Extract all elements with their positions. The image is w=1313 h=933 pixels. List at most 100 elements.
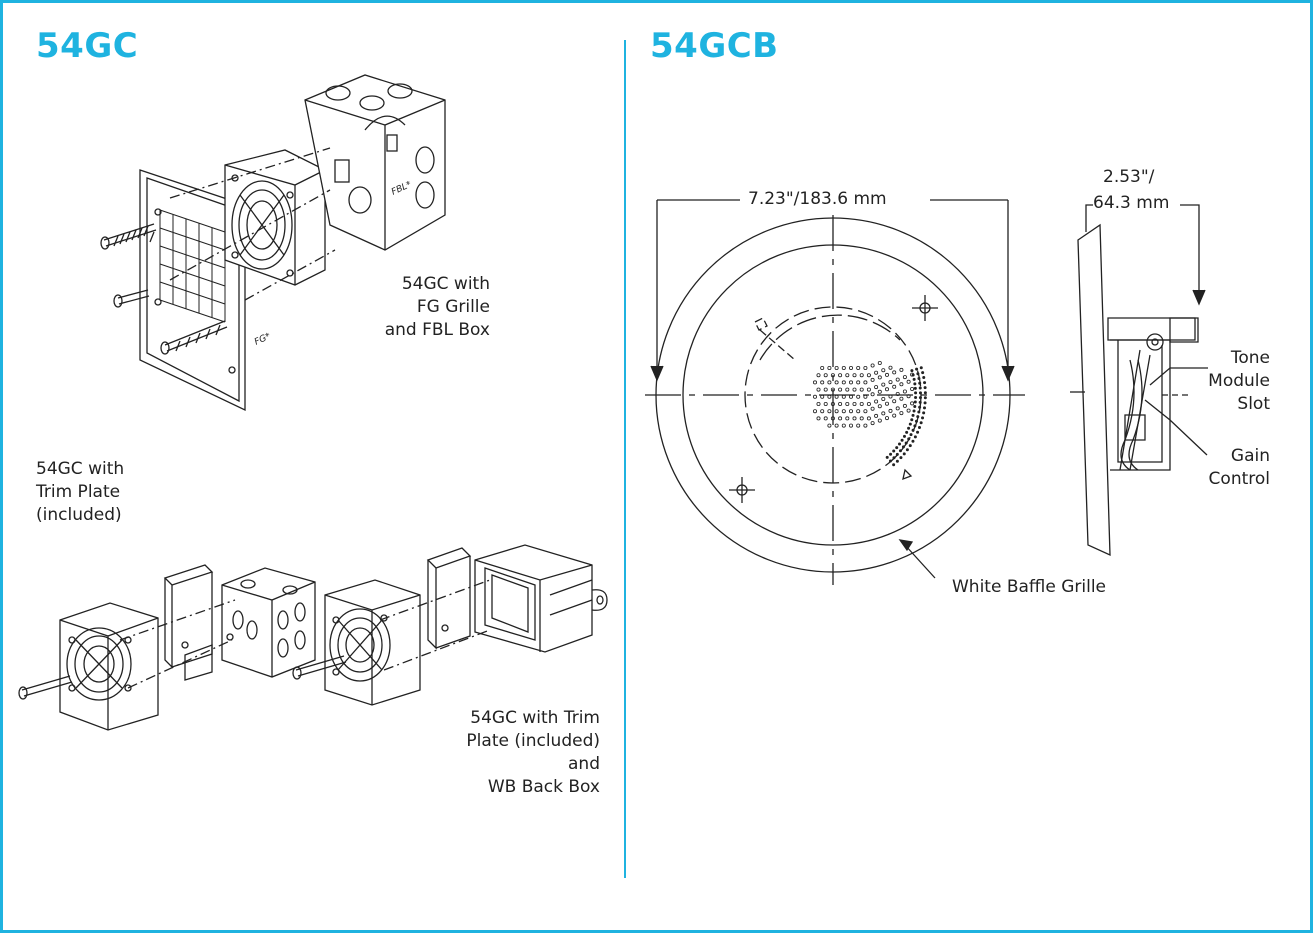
perforation-dot	[892, 413, 897, 418]
baffle-front-view	[645, 199, 1025, 585]
perforation-dot	[881, 368, 886, 373]
perforation-dot	[834, 394, 839, 399]
perforation-dot	[859, 401, 864, 406]
perforation-dot	[899, 367, 904, 372]
perforation-dot	[909, 433, 913, 437]
perforation-dot	[820, 394, 825, 399]
perforation-dot	[895, 377, 900, 382]
perforation-dot	[898, 449, 902, 453]
perforation-dot	[863, 380, 868, 385]
perforation-dot	[907, 437, 911, 441]
perforation-dot	[834, 409, 839, 414]
perforation-dot	[823, 416, 828, 421]
perforation-dot	[889, 452, 893, 456]
perforation-dot	[881, 396, 886, 401]
perforation-dot	[906, 408, 911, 413]
perforation-dot	[914, 391, 918, 395]
perforation-dot	[906, 394, 911, 399]
perforation-dot	[830, 416, 835, 421]
dots-cluster	[813, 360, 927, 467]
perforation-dot	[901, 445, 905, 449]
perforation-dot	[892, 399, 897, 404]
perforation-dot	[859, 416, 864, 421]
perforation-dot	[885, 387, 890, 392]
perforation-dot	[834, 423, 839, 428]
perforation-dot	[922, 406, 926, 410]
perforation-dot	[885, 416, 890, 421]
perforation-dot	[827, 423, 832, 428]
tone-module-label: Tone Module Slot	[1208, 348, 1270, 414]
perforation-dot	[856, 380, 861, 385]
perforation-dot	[913, 382, 917, 386]
alignment-lines-bottom	[119, 579, 491, 689]
perforation-dot	[870, 363, 875, 368]
wb-back-box-drawing	[474, 544, 608, 653]
tone-leader	[1149, 367, 1208, 386]
perforation-dot	[895, 452, 899, 456]
perforation-dot	[866, 373, 871, 378]
perforation-dot	[902, 452, 906, 456]
perforation-dot	[912, 377, 916, 381]
perforation-dot	[908, 422, 912, 426]
screw-drawings	[100, 223, 228, 355]
perforation-dot	[913, 424, 917, 428]
perforation-dot	[852, 401, 857, 406]
perforation-dot	[866, 401, 871, 406]
perforation-dot	[923, 396, 927, 400]
mounting-crosshairs	[729, 295, 938, 503]
perforation-dot	[816, 416, 821, 421]
perforation-dot	[911, 413, 915, 417]
perforation-dot	[827, 394, 832, 399]
perforation-dot	[849, 409, 854, 414]
gain-leader	[1144, 399, 1208, 456]
perforation-dot	[902, 375, 907, 380]
perforation-dot	[888, 365, 893, 370]
perforation-dot	[820, 365, 825, 370]
perforation-dot	[838, 401, 843, 406]
side-view	[1070, 204, 1208, 557]
perforation-dot	[845, 416, 850, 421]
gain-control-label: Gain Control	[1208, 446, 1270, 489]
perforation-dot	[917, 426, 921, 430]
perforation-dot	[913, 386, 917, 390]
perforation-dot	[816, 373, 821, 378]
perforation-dot	[838, 373, 843, 378]
perforation-dot	[910, 401, 915, 406]
diameter-label: 7.23"/183.6 mm	[748, 189, 887, 209]
perforation-dot	[852, 387, 857, 392]
perforation-dot	[827, 380, 832, 385]
perforation-dot	[916, 430, 920, 434]
perforation-dot	[823, 387, 828, 392]
perforation-dot	[827, 409, 832, 414]
perforation-dot	[910, 418, 914, 422]
perforation-dot	[914, 419, 918, 423]
perforation-dot	[830, 401, 835, 406]
perforation-dot	[841, 409, 846, 414]
perforation-dot	[859, 387, 864, 392]
perforation-dot	[841, 423, 846, 428]
perforation-dot	[870, 421, 875, 426]
perforation-dot	[885, 401, 890, 406]
perforation-dot	[899, 382, 904, 387]
perforation-dot	[859, 373, 864, 378]
perforation-dot	[838, 387, 843, 392]
speaker-module-bottom-middle-drawing	[292, 579, 421, 706]
perforation-dot	[841, 394, 846, 399]
perforation-dot	[911, 373, 915, 377]
perforation-dot	[892, 449, 896, 453]
perforation-dot	[888, 380, 893, 385]
perforation-dot	[849, 380, 854, 385]
perforation-dot	[897, 442, 901, 446]
perforation-dot	[922, 411, 926, 415]
perforation-dot	[885, 372, 890, 377]
perforation-dot	[895, 446, 899, 450]
perforation-dot	[921, 371, 925, 375]
perforation-dot	[902, 389, 907, 394]
perforation-dot	[852, 416, 857, 421]
perforation-dot	[823, 373, 828, 378]
perforation-dot	[912, 409, 916, 413]
perforation-dot	[856, 394, 861, 399]
perforation-dot	[888, 408, 893, 413]
perforation-dot	[874, 399, 879, 404]
